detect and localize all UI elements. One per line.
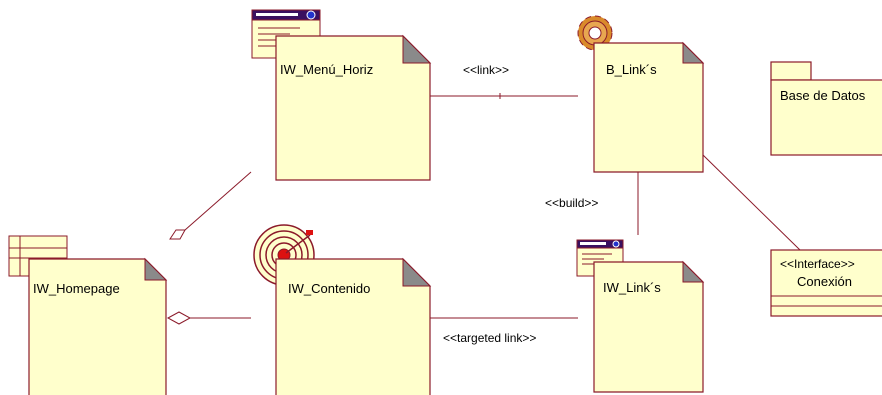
relation-label-build: <<build>> (545, 196, 598, 210)
aggregation-homepage-contenido (166, 311, 251, 325)
package-base-de-datos[interactable]: Base de Datos (770, 61, 882, 156)
node-label: IW_Contenido (288, 281, 370, 296)
node-label: Conexión (797, 274, 852, 289)
node-menu-horiz[interactable]: IW_Menú_Horiz (251, 9, 432, 181)
node-contenido[interactable]: IW_Contenido (253, 224, 432, 395)
interface-conexion[interactable]: <<Interface>> Conexión (770, 249, 882, 317)
node-label: IW_Homepage (33, 281, 120, 296)
aggregation-diamond-icon (166, 311, 192, 325)
node-label: IW_Link´s (603, 280, 661, 295)
relation-label-targeted: <<targeted link>> (443, 331, 536, 345)
node-iw-links[interactable]: IW_Link´s (576, 239, 705, 393)
node-label: Base de Datos (780, 88, 866, 103)
node-label: B_Link´s (606, 62, 657, 77)
relation-blinks-conexion (702, 154, 801, 251)
relation-label-link: <<link>> (463, 63, 509, 77)
gear-icon (577, 15, 613, 51)
relation-link (430, 93, 578, 99)
node-homepage[interactable]: IW_Homepage (8, 235, 168, 395)
node-label: IW_Menú_Horiz (280, 62, 373, 77)
aggregation-homepage-menu (169, 171, 252, 240)
node-b-links[interactable]: B_Link´s (577, 15, 705, 173)
aggregation-diamond-icon (169, 229, 186, 240)
interface-stereotype: <<Interface>> (780, 257, 855, 271)
